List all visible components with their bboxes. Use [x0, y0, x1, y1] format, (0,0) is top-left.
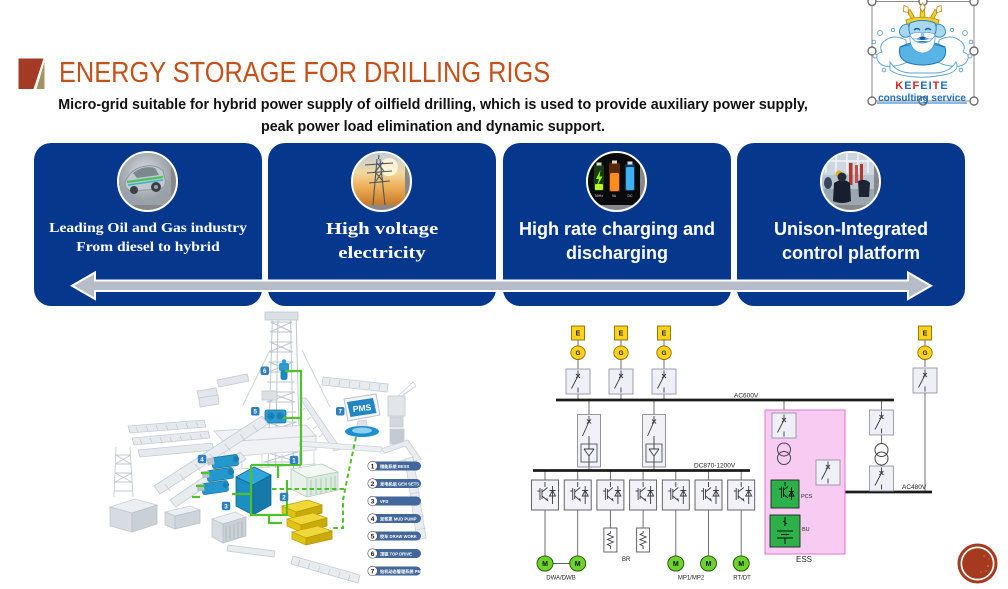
svg-text:BU: BU	[802, 527, 810, 533]
svg-text:6: 6	[263, 368, 267, 375]
svg-text:DC870-1200V: DC870-1200V	[694, 463, 736, 470]
svg-text:泥浆泵 MUD PUMP: 泥浆泵 MUD PUMP	[380, 516, 417, 523]
svg-text:AC480V: AC480V	[902, 484, 927, 491]
svg-text:1: 1	[371, 463, 375, 470]
svg-text:3: 3	[224, 504, 228, 511]
svg-text:MP1/MP2: MP1/MP2	[678, 576, 705, 582]
svg-text:PMS: PMS	[352, 402, 372, 414]
svg-text:DC: DC	[627, 194, 633, 198]
svg-text:2: 2	[282, 495, 286, 502]
svg-text:4: 4	[200, 457, 204, 464]
svg-text:RT/DT: RT/DT	[733, 576, 751, 582]
svg-text:6: 6	[371, 551, 375, 558]
svg-text:BR: BR	[622, 557, 631, 563]
svg-text:1: 1	[292, 458, 296, 465]
svg-text:储能系统 BESS: 储能系统 BESS	[379, 463, 410, 470]
svg-text:50Hz: 50Hz	[595, 194, 603, 198]
svg-text:DWA/DWB: DWA/DWB	[546, 576, 575, 582]
svg-text:AC600V: AC600V	[734, 393, 759, 400]
svg-text:9A: 9A	[612, 194, 617, 198]
svg-text:绞车 DRAW WORK: 绞车 DRAW WORK	[380, 533, 417, 540]
svg-text:3: 3	[371, 498, 375, 505]
svg-text:7: 7	[371, 568, 375, 575]
svg-text:VFD: VFD	[380, 499, 388, 504]
svg-text:发电机组 GEN SETS: 发电机组 GEN SETS	[380, 481, 419, 488]
svg-text:consulting service: consulting service	[878, 93, 966, 104]
svg-text:KEFEITE: KEFEITE	[895, 80, 949, 92]
svg-text:2: 2	[371, 481, 375, 488]
svg-text:顶驱 TOP DRIVE: 顶驱 TOP DRIVE	[380, 551, 412, 558]
svg-text:7: 7	[338, 409, 342, 416]
svg-text:PCS: PCS	[801, 494, 813, 500]
svg-text:4: 4	[371, 516, 375, 523]
svg-text:5: 5	[371, 533, 375, 540]
svg-text:5: 5	[253, 409, 257, 416]
svg-text:钻机动态管理系统 PMS: 钻机动态管理系统 PMS	[380, 568, 424, 575]
svg-text:ESS: ESS	[796, 555, 812, 564]
